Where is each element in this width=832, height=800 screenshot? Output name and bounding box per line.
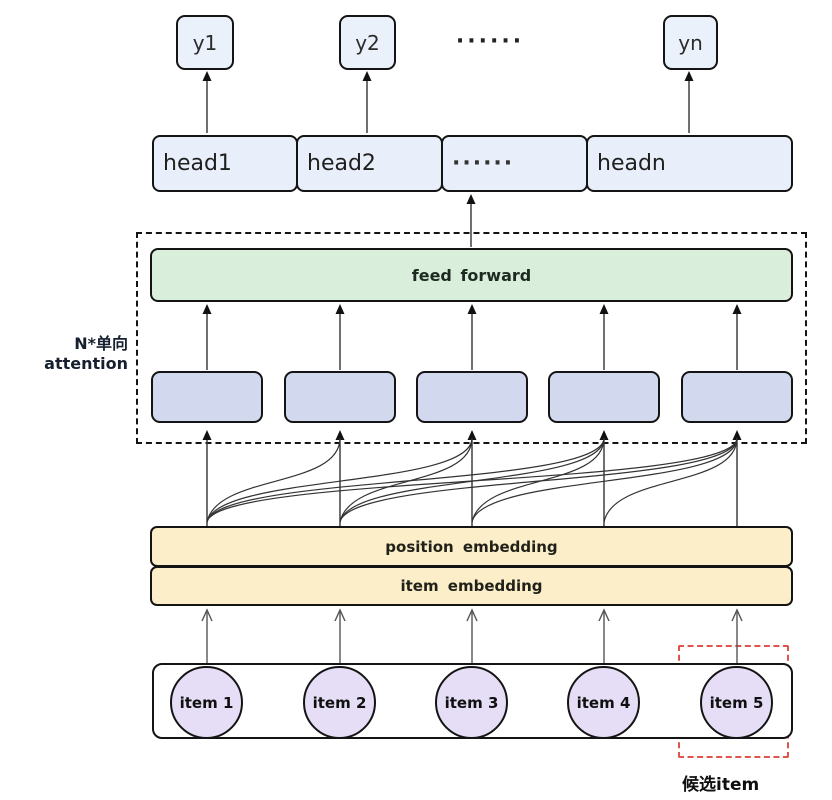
head-segment-1: head1 bbox=[152, 135, 298, 192]
head-label-2: head2 bbox=[307, 151, 376, 176]
attention-cell-4 bbox=[548, 371, 660, 423]
item-label-2: item 2 bbox=[312, 693, 367, 712]
item-label-1: item 1 bbox=[179, 693, 234, 712]
output-label-yn: yn bbox=[678, 30, 703, 55]
item-embedding-label: item embedding bbox=[400, 577, 543, 595]
attention-cell-2 bbox=[284, 371, 396, 423]
head-ellipsis: ······ bbox=[452, 151, 515, 176]
output-node-y1: y1 bbox=[176, 15, 234, 70]
attention-block-label: N*单向attention bbox=[44, 334, 128, 373]
position-embedding-bar: position embedding bbox=[150, 526, 793, 567]
output-node-y2: y2 bbox=[339, 15, 396, 70]
head-segment-n: headn bbox=[586, 135, 793, 192]
output-label-y1: y1 bbox=[192, 30, 218, 55]
item-embedding-bar: item embedding bbox=[150, 566, 793, 606]
attention-cell-1 bbox=[151, 371, 263, 423]
item-circle-5: item 5 bbox=[700, 666, 773, 739]
head-segment-2: head2 bbox=[296, 135, 443, 192]
head-segment-ellipsis: ······ bbox=[441, 135, 588, 192]
output-ellipsis: ······ bbox=[455, 28, 525, 54]
output-node-yn: yn bbox=[663, 15, 718, 70]
position-embedding-label: position embedding bbox=[385, 537, 558, 556]
feed-forward-box: feed forward bbox=[150, 248, 793, 302]
head-label-n: headn bbox=[597, 151, 666, 176]
head-label-1: head1 bbox=[163, 151, 232, 176]
item-circle-1: item 1 bbox=[170, 666, 243, 739]
item-circle-3: item 3 bbox=[435, 666, 508, 739]
item-circle-2: item 2 bbox=[303, 666, 376, 739]
item-label-4: item 4 bbox=[576, 693, 631, 712]
item-label-5: item 5 bbox=[709, 693, 764, 712]
candidate-item-label: 候选item bbox=[682, 775, 760, 795]
item-circle-4: item 4 bbox=[567, 666, 640, 739]
item-label-3: item 3 bbox=[444, 693, 499, 712]
feed-forward-label: feed forward bbox=[411, 265, 532, 285]
attention-cell-3 bbox=[416, 371, 528, 423]
attention-cell-5 bbox=[681, 371, 793, 423]
output-label-y2: y2 bbox=[355, 30, 380, 55]
